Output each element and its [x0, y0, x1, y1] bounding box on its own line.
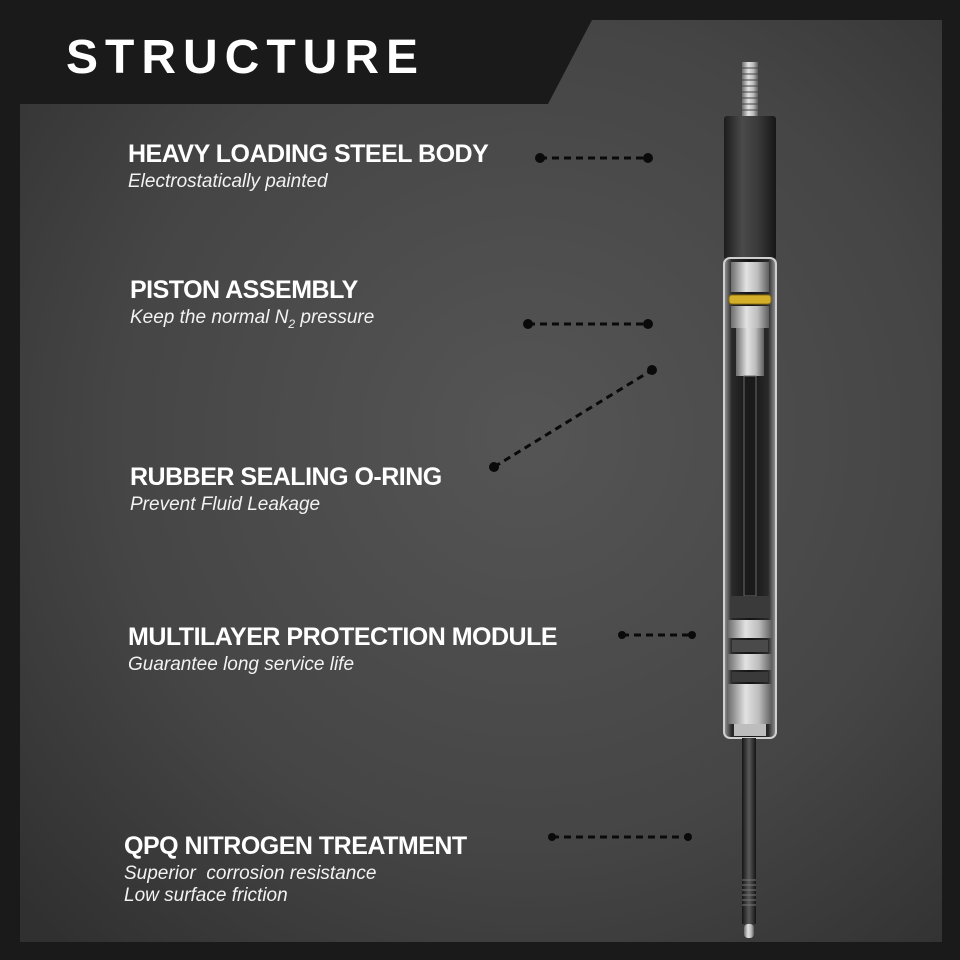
callout-line-o-ring [493, 368, 653, 469]
threaded-end [742, 62, 758, 120]
piston-assembly [736, 328, 764, 376]
piston-head [731, 262, 769, 292]
feature-description: Keep the normal N2 pressure [130, 307, 374, 335]
feature-heading: HEAVY LOADING STEEL BODY [128, 140, 489, 168]
feature-steel-body: HEAVY LOADING STEEL BODY Electrostatical… [128, 139, 489, 193]
feature-description-2: Low surface friction [124, 885, 288, 906]
feature-description: Electrostatically painted [128, 171, 328, 192]
feature-o-ring: RUBBER SEALING O-RING Prevent Fluid Leak… [130, 462, 442, 516]
page-title: STRUCTURE [66, 31, 425, 84]
description-text: Keep the normal N [130, 307, 289, 328]
subscript-2: 2 [288, 316, 296, 331]
feature-description: Prevent Fluid Leakage [130, 494, 321, 515]
inner-rod [743, 375, 757, 597]
feature-heading: PISTON ASSEMBLY [130, 276, 358, 304]
feature-heading: RUBBER SEALING O-RING [130, 463, 442, 491]
piston-rod [742, 738, 756, 924]
rod-tip [744, 924, 754, 938]
o-ring [728, 294, 772, 305]
feature-description: Guarantee long service life [128, 654, 355, 675]
feature-heading: QPQ NITROGEN TREATMENT [124, 832, 467, 860]
feature-heading: MULTILAYER PROTECTION MODULE [128, 623, 558, 651]
steel-body [724, 116, 776, 260]
piston-body [731, 306, 769, 328]
protection-module [728, 596, 772, 736]
feature-protection-module: MULTILAYER PROTECTION MODULE Guarantee l… [128, 622, 558, 676]
gas-spring [723, 62, 777, 938]
feature-qpq-treatment: QPQ NITROGEN TREATMENT Superior corrosio… [124, 831, 467, 907]
feature-description: Superior corrosion resistance [124, 863, 377, 884]
description-text-suffix: pressure [295, 307, 375, 328]
background-panel [20, 20, 942, 942]
feature-piston-assembly: PISTON ASSEMBLY Keep the normal N2 press… [130, 275, 374, 335]
